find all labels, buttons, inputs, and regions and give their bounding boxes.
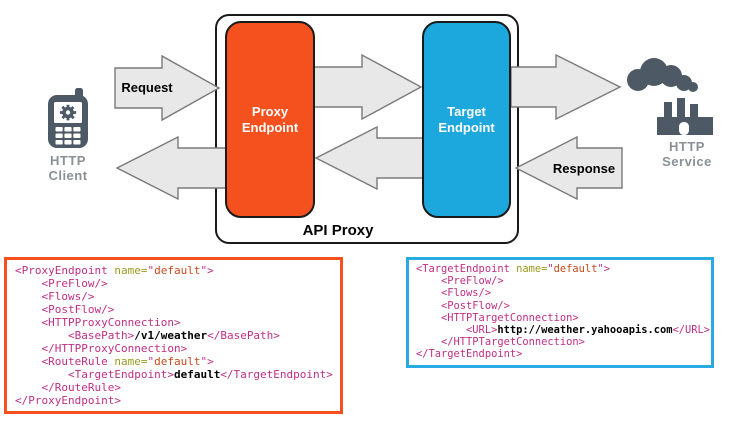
proxy-endpoint-box: Proxy Endpoint: [225, 21, 315, 218]
code-line: <Flows/>: [416, 287, 492, 300]
code-line: <URL>http://weather.yahooapis.com</URL>: [416, 324, 711, 337]
target-endpoint-label-line1: Target: [447, 103, 486, 119]
code-line: <PreFlow/>: [416, 275, 504, 288]
code-line: <PreFlow/>: [15, 277, 108, 290]
proxy-endpoint-label-line1: Proxy: [251, 103, 289, 119]
code-line: <TargetEndpoint name="default">: [416, 263, 610, 275]
code-line: </ProxyEndpoint>: [15, 394, 121, 407]
code-line: <Flows/>: [15, 290, 95, 303]
code-line: <PostFlow/>: [416, 299, 510, 312]
code-line: <BasePath>/v1/weather</BasePath>: [15, 329, 280, 342]
code-line: <RouteRule name="default">: [15, 355, 214, 368]
code-line: <HTTPProxyConnection>: [15, 316, 181, 329]
target-endpoint-label-line2: Endpoint: [438, 119, 495, 135]
http-service-label-line2: Service: [662, 154, 712, 169]
flow-arrows: [114, 53, 623, 201]
code-line: <ProxyEndpoint name="default">: [15, 264, 214, 277]
response-arrow: [514, 135, 623, 201]
code-line: </HTTPProxyConnection>: [15, 342, 188, 355]
factory-icon: [627, 58, 713, 135]
request-arrow: [114, 54, 221, 122]
response-label: Response: [552, 161, 616, 176]
http-service-label: HTTP Service: [646, 139, 728, 169]
target-to-service-arrow: [510, 53, 622, 121]
proxy-to-target-arrow: [312, 53, 423, 121]
http-client-label-line1: HTTP: [50, 153, 86, 168]
target-to-proxy-arrow: [314, 125, 425, 191]
api-proxy-label: API Proxy: [302, 222, 374, 239]
http-client-label: HTTP Client: [28, 153, 108, 183]
mobile-phone-icon: [48, 88, 88, 148]
proxy-endpoint-label-line2: Endpoint: [241, 119, 299, 135]
request-label: Request: [121, 80, 173, 95]
http-service-label-line1: HTTP: [669, 139, 705, 154]
code-line: <TargetEndpoint>default</TargetEndpoint>: [15, 368, 333, 381]
code-line: <HTTPTargetConnection>: [416, 311, 579, 324]
return-to-client-arrow: [115, 135, 228, 201]
code-line: </RouteRule>: [15, 381, 121, 394]
code-line: </TargetEndpoint>: [416, 348, 523, 361]
http-client-label-line2: Client: [48, 168, 88, 183]
target-endpoint-box: Target Endpoint: [422, 21, 511, 218]
proxy-endpoint-xml-code-block: <ProxyEndpoint name="default"> <PreFlow/…: [4, 257, 343, 414]
target-endpoint-xml-code-block: <TargetEndpoint name="default"> <PreFlow…: [406, 257, 714, 368]
code-line: </HTTPTargetConnection>: [416, 336, 585, 349]
code-line: <PostFlow/>: [15, 303, 115, 316]
